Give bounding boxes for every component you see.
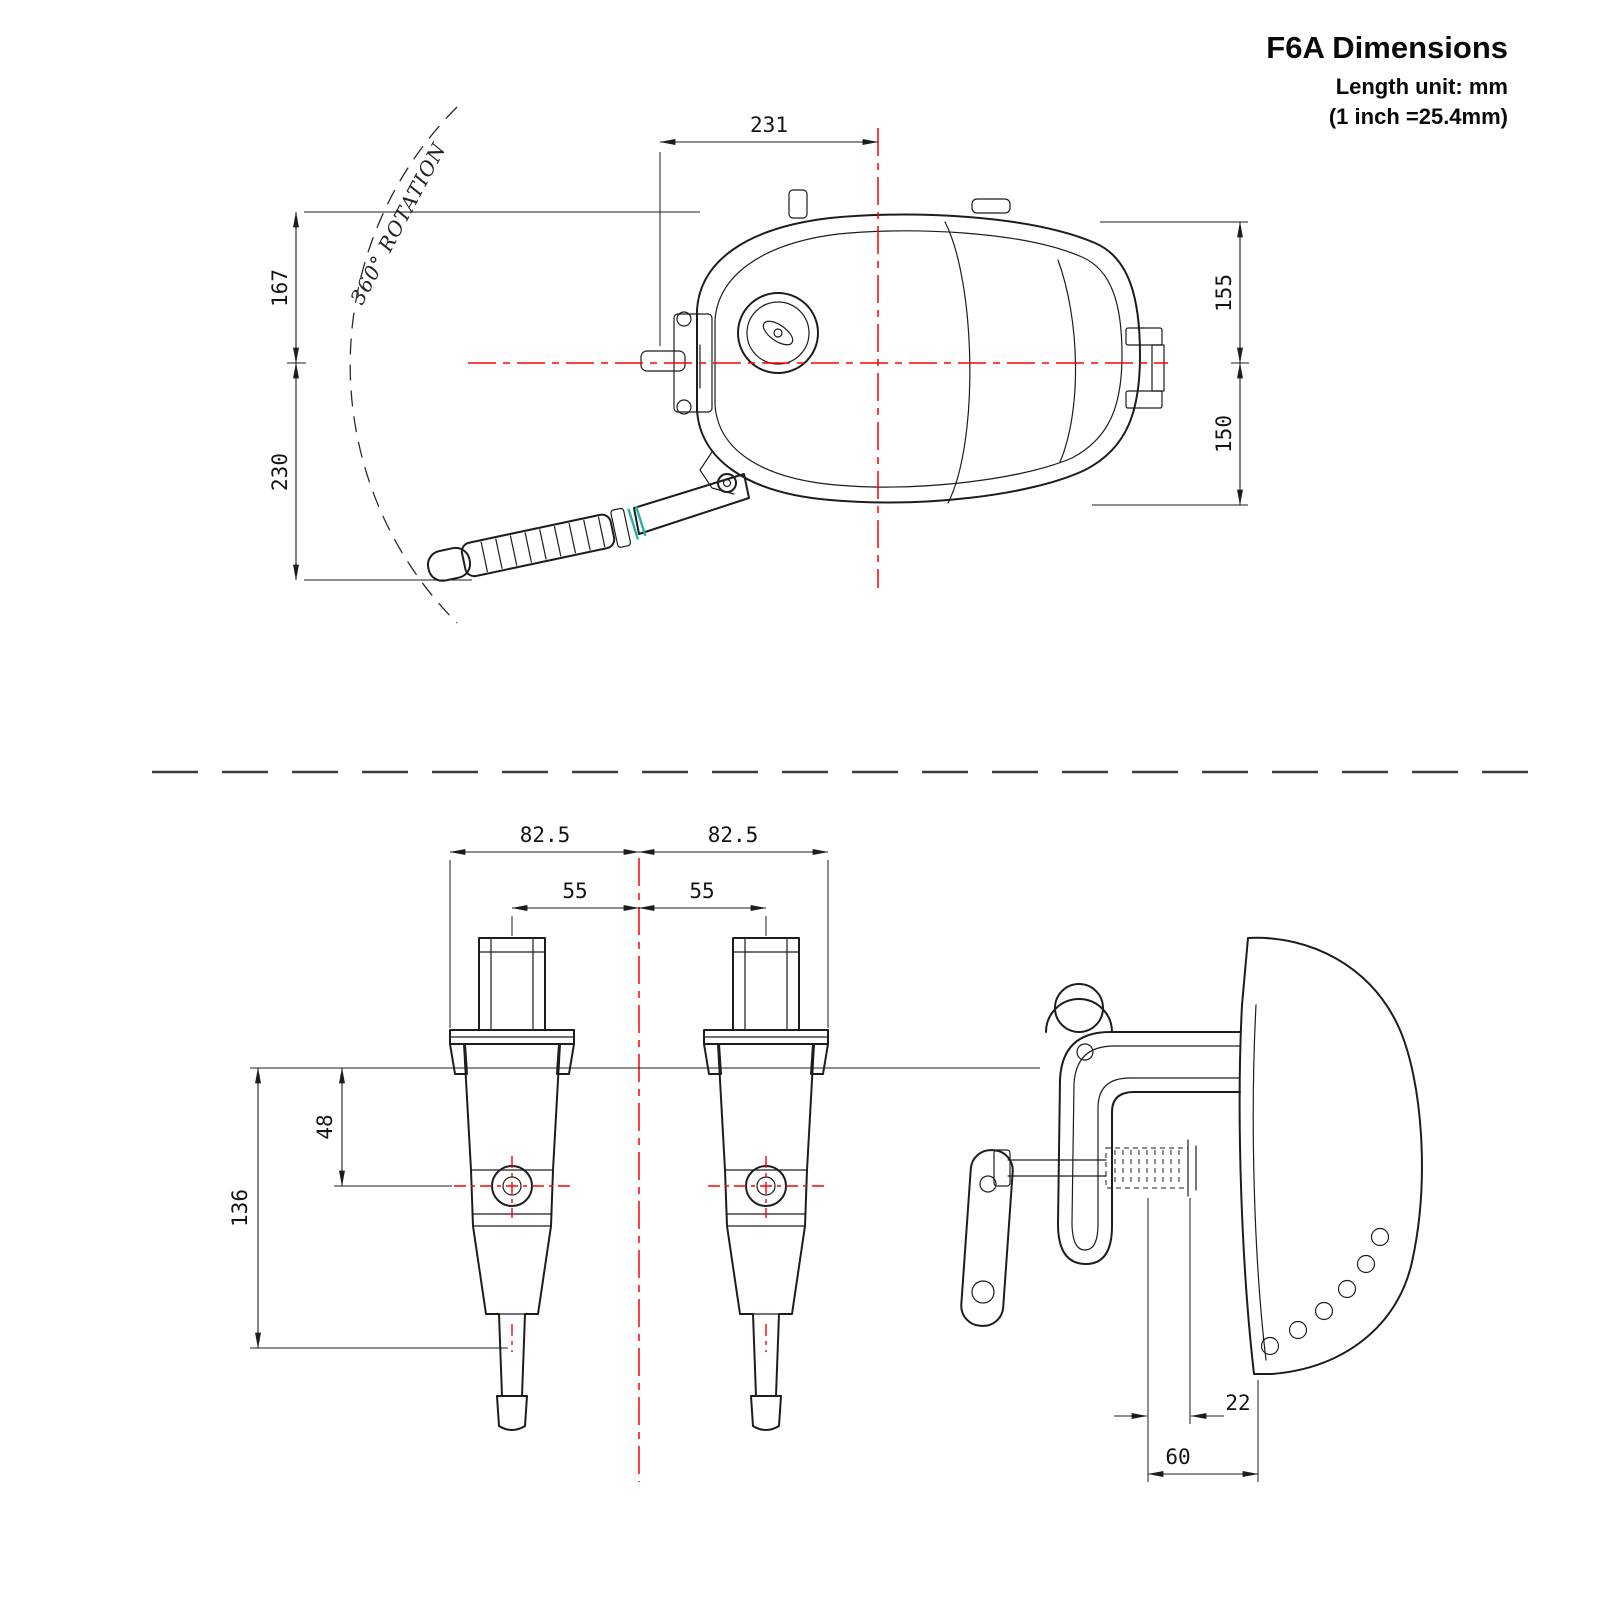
pull-start-knob: [788, 189, 808, 219]
rotation-label: 360° ROTATION: [345, 138, 451, 308]
clamp-plate-holes: [1260, 1227, 1390, 1356]
grip-ribs: [480, 516, 606, 573]
steering-pin: [640, 350, 686, 372]
clamp-boss-hole: [1076, 1043, 1094, 1061]
clamp-handle: [960, 1149, 1014, 1327]
dim-60-label: 60: [1165, 1445, 1190, 1469]
clamp-handle-hole-top: [979, 1175, 997, 1193]
dim-55-left-label: 55: [562, 879, 587, 903]
lower-unit-left: [449, 937, 575, 1431]
conversion-note: (1 inch =25.4mm): [1329, 104, 1508, 129]
dim-55-right-label: 55: [689, 879, 714, 903]
dim-231-label: 231: [750, 113, 788, 137]
dim-167: 167: [268, 211, 299, 364]
rear-latch: [971, 198, 1011, 214]
dim-230-label: 230: [268, 453, 292, 491]
dim-136: 136: [228, 1067, 508, 1349]
rotation-arc: [349, 106, 458, 624]
bottom-view-drawing: 82.5 82.5 55 55 48 136: [228, 823, 1423, 1482]
dim-82p5-right: 82.5: [638, 823, 829, 1028]
dim-22: 22: [1114, 1198, 1251, 1482]
dim-155-label: 155: [1212, 274, 1236, 312]
grip-end-cap: [426, 546, 472, 582]
grip-accent-mark: [627, 508, 640, 540]
clamp-screw-thread: [1105, 1147, 1189, 1189]
dim-150-label: 150: [1212, 415, 1236, 453]
motor-cowling-inner: [714, 230, 1123, 488]
clamp-boss-circle: [1054, 983, 1104, 1033]
dim-22-label: 22: [1225, 1391, 1250, 1415]
clamp-plate-inner-edge: [1252, 1004, 1267, 1361]
clamp-arm-inner: [1071, 1045, 1241, 1251]
top-view-drawing: 360° ROTATION: [268, 106, 1249, 624]
dim-55-right: 55: [638, 879, 767, 936]
dim-230: 230: [268, 362, 299, 581]
tiller-arm: [633, 473, 750, 535]
grip-collar: [610, 507, 632, 548]
cowl-seam-front: [944, 221, 971, 504]
dim-155: 155: [1212, 221, 1243, 364]
dim-136-label: 136: [228, 1189, 252, 1227]
dim-82p5-left-label: 82.5: [520, 823, 571, 847]
dim-150: 150: [1212, 362, 1243, 506]
dim-167-label: 167: [268, 269, 292, 307]
dim-82p5-left: 82.5: [449, 823, 640, 1028]
unit-note: Length unit: mm: [1336, 74, 1508, 99]
fuel-cap: [737, 292, 819, 374]
grip-accent-mark-2: [634, 505, 647, 537]
clamp-bracket-view: 22 60: [960, 936, 1423, 1482]
grip-body: [460, 513, 616, 578]
clamp-arm-outer: [1057, 1031, 1241, 1265]
dim-82p5-right-label: 82.5: [708, 823, 759, 847]
tiller-grip: [426, 505, 647, 582]
dim-48: 48: [313, 1067, 452, 1187]
dim-231: 231: [659, 113, 879, 346]
drawing-title: F6A Dimensions: [1266, 30, 1508, 65]
transom-bracket-top: [1125, 327, 1165, 409]
clamp-screw-pad: [1187, 1139, 1197, 1197]
clamp-handle-hole-bottom: [971, 1280, 995, 1304]
clamp-plate: [1238, 936, 1423, 1375]
cowl-seam-rear: [1057, 259, 1077, 463]
dim-60: 60: [1147, 1380, 1259, 1482]
lower-unit-right: [703, 937, 829, 1431]
dim-55-left: 55: [511, 879, 640, 936]
title-block: F6A Dimensions Length unit: mm (1 inch =…: [1266, 30, 1508, 129]
motor-cowling-outline: [696, 213, 1141, 504]
clamp-boss-outline: [1045, 998, 1113, 1033]
dim-48-label: 48: [313, 1114, 337, 1139]
clamp-screw-shaft: [993, 1149, 1107, 1187]
